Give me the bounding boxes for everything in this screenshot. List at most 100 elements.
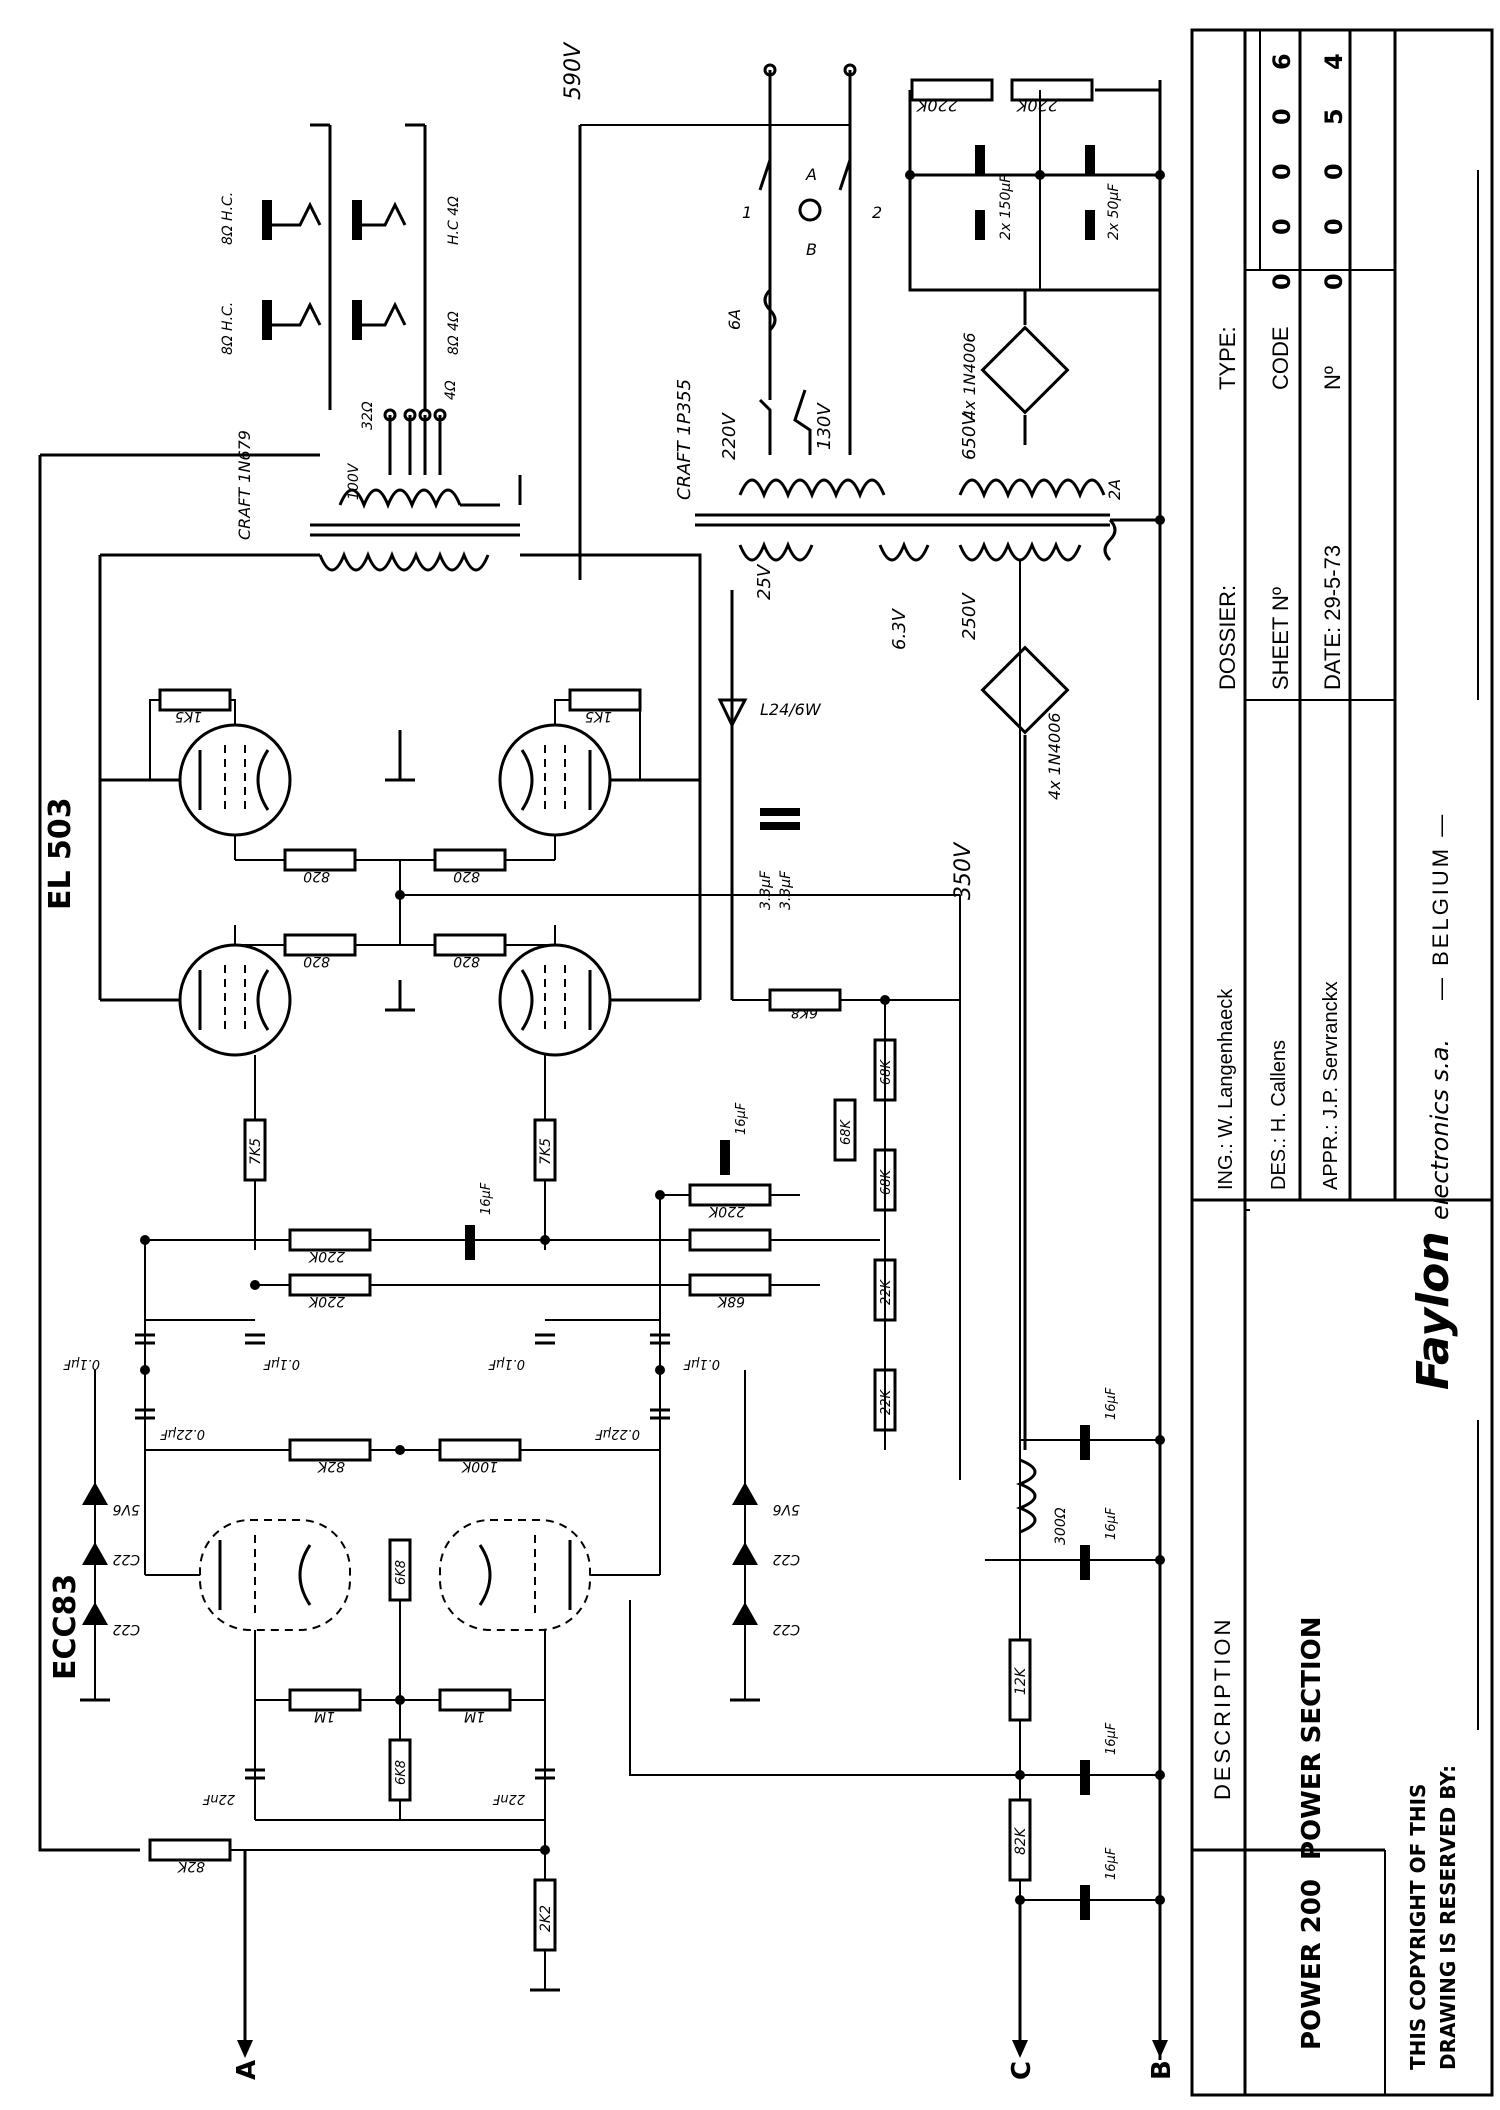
screen-resistor: 820 (453, 953, 480, 969)
ps-cap-label: 16µF (1104, 1387, 1119, 1420)
bias-resistor: 220K (307, 1248, 345, 1264)
divider-resistor: 22K (879, 1388, 894, 1415)
plate-voltage: 590V (561, 41, 586, 100)
screen-resistor: 820 (303, 868, 330, 884)
dossier-label: DOSSIER: (1215, 585, 1240, 690)
ps-filter-caps: 16µF 16µF 16µF 16µF (1080, 1387, 1119, 1920)
jack-label: 8Ω H.C. (220, 192, 236, 245)
no-digit: 4 (1320, 53, 1348, 70)
pre-resistor: 82K (176, 1858, 205, 1874)
screen-voltage: 350V (951, 841, 976, 900)
zener-label: C22 (112, 1621, 140, 1637)
switch-2: 2 (872, 203, 882, 222)
jack-label: H.C 4Ω (446, 196, 462, 245)
coupling-cap-label: 0.1µF (263, 1356, 300, 1371)
code-digit: 0 (1268, 273, 1296, 290)
filter-caps-top: 2x 150µF 2x 50µF (975, 145, 1122, 240)
bias-resistor: 220K (707, 1203, 745, 1219)
secondary-fuse: 2A (1105, 479, 1124, 500)
screen-resistor: 820 (453, 868, 480, 884)
rectifier-bottom-label: 4x 1N4006 (1045, 712, 1064, 800)
rectifier-top-label: 4x 1N4006 (960, 332, 979, 420)
approver-name: APPR.: J.P. Servranckx (1320, 981, 1342, 1190)
bias-resistor: 68K (716, 1293, 745, 1309)
code-digits: 0 0 0 0 6 (1268, 53, 1296, 290)
divider-resistor: 68K (839, 1118, 854, 1145)
mains-transformer: CRAFT 1P355 220V 130V 25V 6.3V 650V 250V… (674, 63, 1162, 1450)
choke-label: 300Ω (1053, 1507, 1069, 1545)
code-digit: 0 (1268, 163, 1296, 180)
switch-1: 1 (742, 203, 752, 222)
pre-resistor: 100K (460, 1458, 498, 1474)
terminal-a: A (232, 2060, 262, 2080)
cathode-resistor: 7K5 (538, 1138, 554, 1165)
pre-cap-label: 0.22µF (595, 1426, 640, 1441)
mains-fuse: 6A (725, 309, 744, 330)
no-digit: 0 (1320, 163, 1348, 180)
product-name: POWER 200 (1297, 1879, 1327, 2050)
divider-resistor: 22K (879, 1278, 894, 1305)
power-tubes: EL 503 1K5 1K5 (43, 688, 961, 1480)
sec-650v: 650V (959, 412, 980, 460)
bias-resistor: 220K (307, 1293, 345, 1309)
pre-cap-label: 22nF (202, 1791, 235, 1806)
no-digit: 0 (1320, 218, 1348, 235)
indicator-diode: L24/6W (760, 700, 822, 719)
code-label: CODE (1268, 326, 1293, 390)
ps-cap-label: 16µF (1104, 1722, 1119, 1755)
preamp-stage: ECC83 82K 100K 0.22µF 0.22µF (48, 1370, 1020, 1992)
pre-resistor: 1M (314, 1708, 335, 1724)
company-subtitle: electronics s.a. (1426, 1039, 1454, 1220)
pre-resistor: 82K (1013, 1826, 1029, 1855)
switch-a: A (805, 165, 817, 184)
zener-label: 5V6 (113, 1501, 140, 1517)
filter-cap-label: 2x 150µF (998, 174, 1014, 240)
mains-transformer-label: CRAFT 1P355 (674, 379, 695, 500)
no-digits: 0 0 0 5 4 (1320, 53, 1348, 290)
pre-cap-label: 0.22µF (160, 1426, 205, 1441)
no-digit: 0 (1320, 273, 1348, 290)
divider-resistor: 68K (879, 1058, 894, 1085)
output-primary: 100V (346, 462, 362, 500)
coupling-cap-label: 0.1µF (488, 1356, 525, 1371)
no-digit: 5 (1320, 108, 1348, 125)
zener-label: C22 (772, 1621, 800, 1637)
country-label: — BELGIUM — (1428, 812, 1453, 1000)
pre-resistor: 6K8 (394, 1560, 409, 1585)
pre-cap-label: 22nF (492, 1791, 525, 1806)
date-label: DATE: 29-5-73 (1320, 545, 1345, 690)
no-label: Nº (1320, 366, 1345, 390)
terminals: A C B (232, 1850, 1177, 2080)
bleeder-1: 220K (915, 96, 958, 115)
filter-cap-label: 2x 50µF (1106, 183, 1122, 240)
bias-cap-label: 16µF (734, 1102, 749, 1135)
zener-label: C22 (772, 1551, 800, 1567)
preamp-tube-label: ECC83 (48, 1574, 83, 1680)
code-digit: 6 (1268, 53, 1296, 70)
reservoir-cap-label: 3.3µF (778, 870, 794, 910)
cathode-resistor: 7K5 (248, 1138, 264, 1165)
pre-resistor: 1M (464, 1708, 485, 1724)
switch-b: B (806, 240, 817, 259)
output-transformer-label: CRAFT 1N679 (235, 430, 254, 540)
code-digit: 0 (1268, 218, 1296, 235)
mains-tap-130: 130V (814, 402, 835, 450)
section-name: POWER SECTION (1297, 1616, 1327, 1860)
terminal-b: B (1147, 2060, 1177, 2080)
supply-bus (1019, 80, 1162, 2060)
grid-stopper: 1K5 (175, 708, 202, 724)
divider-resistor: 68K (879, 1168, 894, 1195)
sec-6v3: 6.3V (889, 607, 910, 650)
pre-resistor: 12K (1013, 1666, 1029, 1695)
zener-label: C22 (112, 1551, 140, 1567)
engineer-name: ING.: W. Langenhaeck (1215, 988, 1237, 1190)
zener-label: 5V6 (773, 1501, 800, 1517)
type-label: TYPE: (1215, 326, 1240, 390)
copyright-line-1: THIS COPYRIGHT OF THIS (1406, 1784, 1430, 2070)
reservoir-cap-label: 3.3µF (758, 870, 774, 910)
zener-left: 5V6 C22 C22 (80, 1370, 140, 1702)
zener-right: 5V6 C22 C22 (730, 1370, 800, 1702)
sec-250v: 250V (959, 592, 980, 640)
code-digit: 0 (1268, 108, 1296, 125)
